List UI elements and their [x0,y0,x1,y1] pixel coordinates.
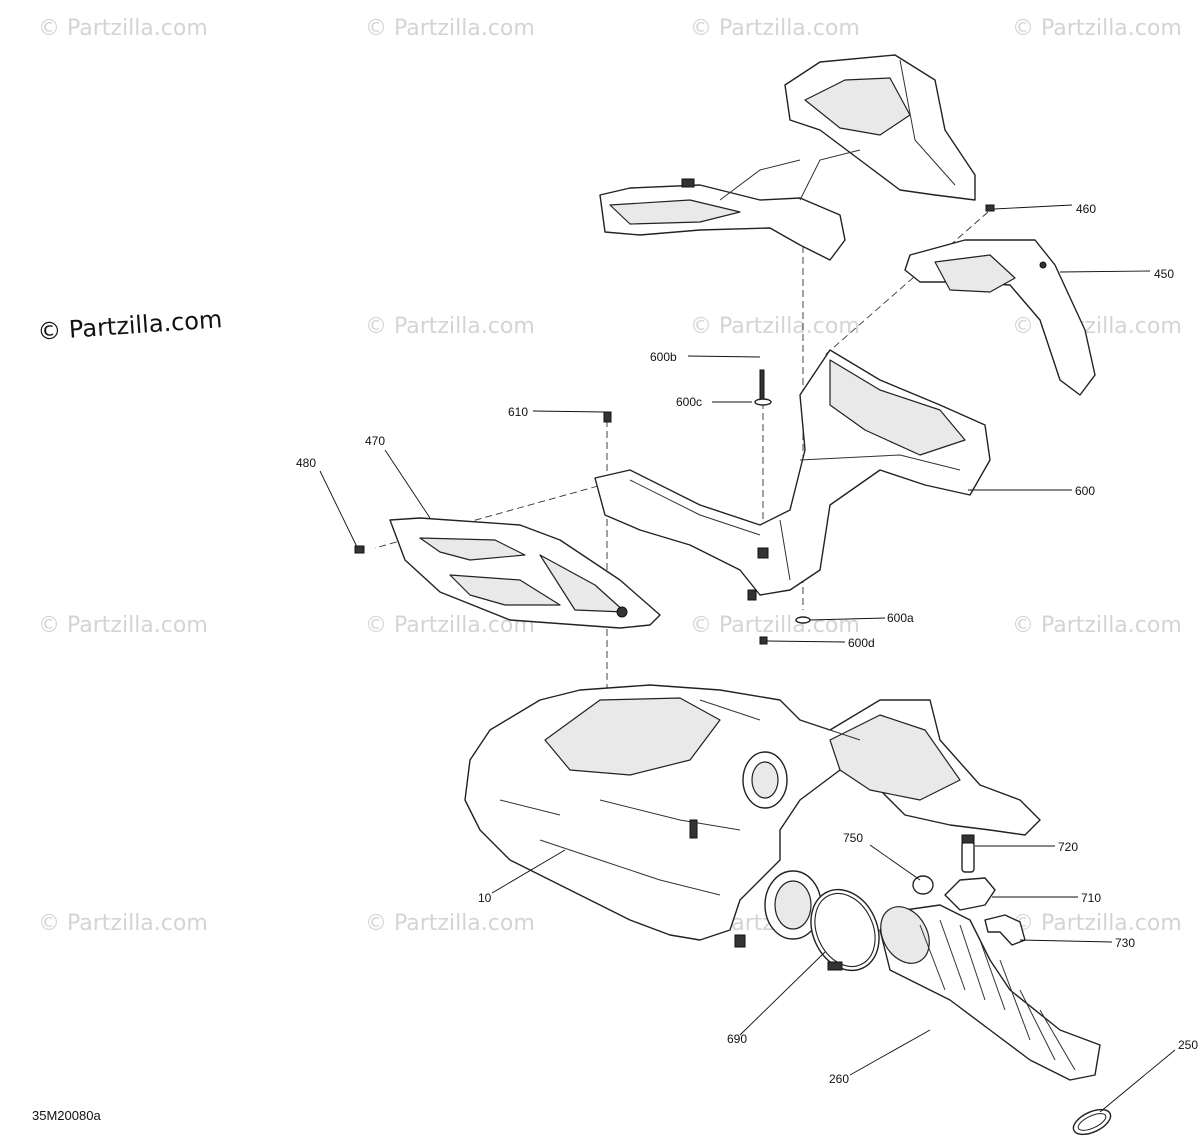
upper-frame-part [599,54,976,261]
callout-250: 250 [1178,1038,1198,1052]
clamp-part-690 [810,888,880,972]
watermark-text: © Partzilla.com [690,16,860,41]
callout-480: 480 [296,456,316,470]
washer-600a [795,616,811,624]
alignment-lines [374,211,989,760]
watermark-text: © Partzilla.com [365,911,535,936]
watermark-text: © Partzilla.com [38,911,208,936]
screw-460 [985,204,995,212]
watermark-text: © Partzilla.com [365,314,535,339]
callout-720: 720 [1058,840,1078,854]
small-fittings [912,834,1026,946]
hose-730 [984,914,1026,946]
intake-tube-part-260 [879,904,1101,1081]
watermark-text: © Partzilla.com [365,16,535,41]
watermark-text: © Partzilla.com [1012,16,1182,41]
callout-710: 710 [1081,891,1101,905]
screw-480 [354,545,365,554]
brand-watermark: © Partzilla.com [36,305,223,346]
bolt-610 [603,411,612,423]
watermark-text: © Partzilla.com [38,16,208,41]
callout-690: 690 [727,1032,747,1046]
airbox-part-10 [464,684,1041,948]
watermark-grid: © Partzilla.com © Partzilla.com © Partzi… [38,16,1182,936]
callout-600a: 600a [887,611,914,625]
cap-750 [912,875,934,895]
callout-460: 460 [1076,202,1096,216]
washer-600c [754,398,772,406]
callout-750: 750 [843,831,863,845]
callout-600c: 600c [676,395,702,409]
callout-labels: 460 450 600b 600c 610 470 480 600 600a 6… [296,202,1198,1086]
callout-730: 730 [1115,936,1135,950]
callout-610: 610 [508,405,528,419]
grille-part-470 [389,517,661,629]
valve-720 [961,841,975,873]
callout-600d: 600d [848,636,875,650]
callout-10: 10 [478,891,492,905]
watermark-text: © Partzilla.com [690,314,860,339]
callout-600: 600 [1075,484,1095,498]
callout-600b: 600b [650,350,677,364]
callout-260: 260 [829,1072,849,1086]
watermark-text: © Partzilla.com [1012,911,1182,936]
nut-600d [759,636,768,645]
leader-lines [319,204,1176,1113]
callout-470: 470 [365,434,385,448]
document-id: 35M20080a [32,1108,101,1123]
callout-450: 450 [1154,267,1174,281]
fasteners [354,204,995,645]
side-panel-part-450 [904,239,1096,396]
watermark-text: © Partzilla.com [38,613,208,638]
clamp-part-250 [1072,1108,1112,1136]
watermark-text: © Partzilla.com [690,613,860,638]
bolt-600b [759,369,765,401]
mount-bracket-part-600 [594,349,991,601]
watermark-text: © Partzilla.com [1012,613,1182,638]
elbow-710 [944,877,996,911]
